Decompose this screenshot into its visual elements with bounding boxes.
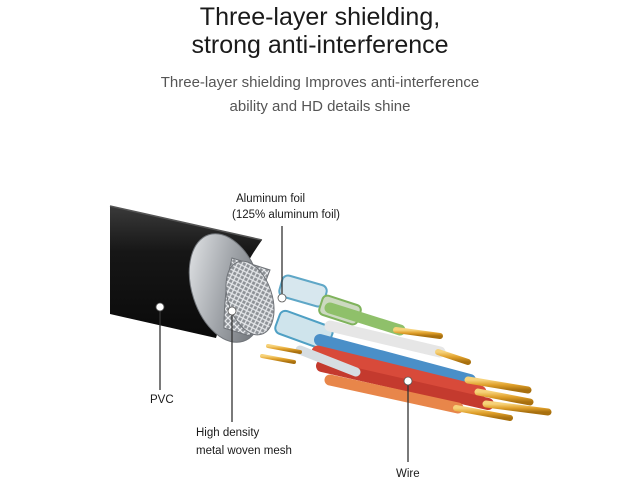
- wire-label: Wire: [396, 468, 420, 480]
- aluminum-foil-label: Aluminum foil: [236, 193, 306, 205]
- mesh-sublabel: metal woven mesh: [196, 445, 292, 457]
- headline-line-2: strong anti-interference: [191, 31, 449, 59]
- headline-line-1: Three-layer shielding,: [199, 3, 441, 31]
- metal-woven-mesh-layer: [223, 257, 275, 337]
- callout-leader-lines: [159, 226, 409, 462]
- aluminum-foil-sublabel: (125% aluminum foil): [232, 209, 341, 221]
- gold-conductors: [260, 327, 552, 421]
- subheadline-line-1: Three-layer shielding Improves anti-inte…: [160, 74, 480, 91]
- insulated-wires: [295, 302, 494, 414]
- pvc-label: PVC: [150, 394, 174, 406]
- subheadline-line-2: ability and HD details shine: [229, 98, 411, 115]
- callout-dots: [155, 293, 413, 386]
- mesh-label: High density: [196, 427, 260, 439]
